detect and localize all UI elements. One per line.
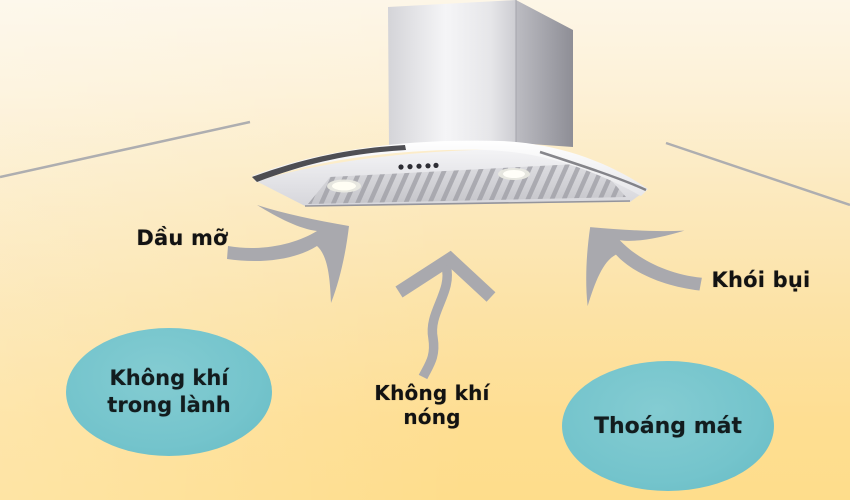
airflow-arrows [227, 205, 702, 380]
panel-front-edge [304, 200, 631, 207]
label-grease: Dầu mỡ [136, 226, 228, 250]
range-hood [252, 0, 648, 207]
bubble-cool-air: Thoáng mát [562, 361, 774, 491]
label-smoke-dust: Khói bụi [711, 268, 811, 292]
range-hood-chimney-side [516, 0, 573, 147]
hood-lamp-left [327, 179, 361, 193]
smoke-curved-arrow-up-left-icon [586, 227, 702, 307]
bubble-cool-air-text: Thoáng mát [594, 413, 742, 439]
range-hood-chimney-front [388, 0, 516, 148]
hood-control-buttons [398, 162, 439, 170]
grease-curved-arrow-up-right-icon [227, 205, 349, 303]
glass-edge-right [539, 150, 647, 192]
wall-line-left [0, 120, 251, 179]
hot-air-arrow-up-icon [395, 250, 496, 380]
label-hot-air: Không khí nóng [374, 381, 490, 429]
wall-line-right [665, 141, 850, 207]
filter-slats [308, 163, 626, 204]
glass-edge-left [252, 145, 406, 182]
hood-lamp-right [498, 168, 530, 180]
bubble-fresh-air: Không khí trong lành [66, 328, 272, 456]
bubble-fresh-air-text: Không khí trong lành [107, 366, 231, 417]
